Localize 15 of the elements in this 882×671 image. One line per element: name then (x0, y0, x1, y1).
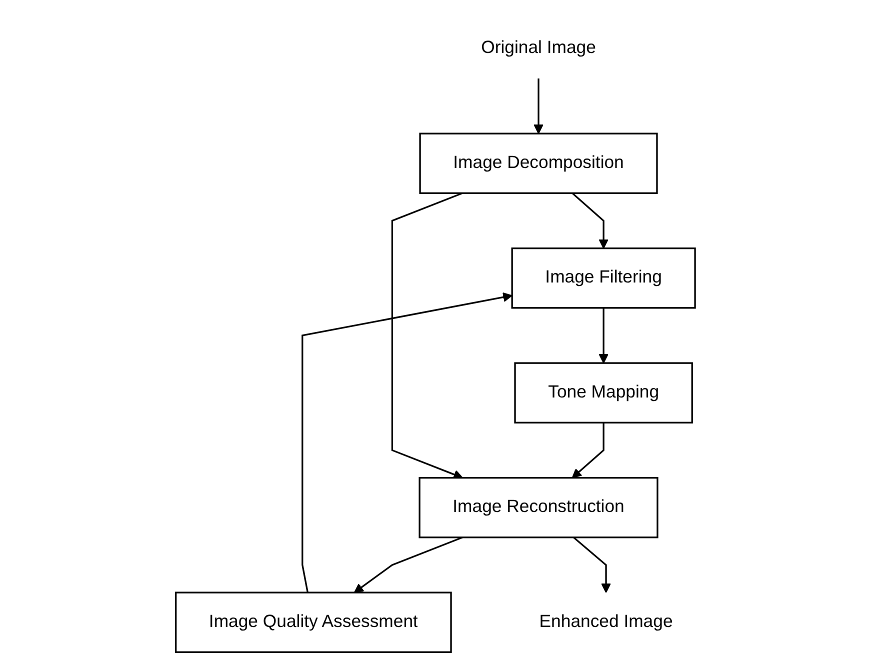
node-box: Image Filtering (511, 248, 696, 309)
arrow (302, 292, 513, 593)
arrow (572, 192, 609, 249)
node-box: Image Quality Assessment (175, 592, 452, 653)
arrow (354, 536, 463, 593)
arrow (392, 192, 464, 480)
node-text: Enhanced Image (539, 612, 673, 632)
arrow (534, 78, 544, 134)
arrow (572, 422, 605, 478)
arrow (573, 536, 612, 593)
node-text: Original Image (481, 38, 596, 58)
arrow (598, 308, 609, 364)
node-box: Tone Mapping (514, 362, 694, 424)
node-box: Image Decomposition (419, 132, 658, 194)
node-box: Image Reconstruction (418, 477, 658, 538)
